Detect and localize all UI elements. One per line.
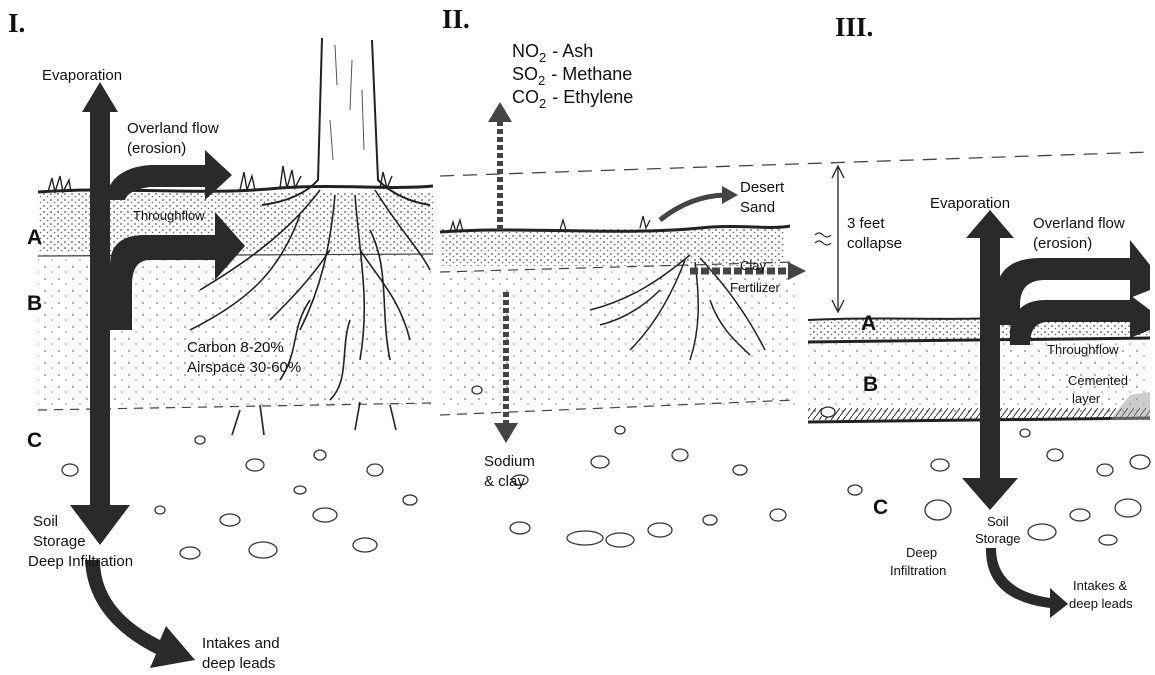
deep-leads-label-3: deep leads [1069, 596, 1133, 611]
panel-numeral-2: II. [442, 4, 470, 34]
sodium-label: Sodium [484, 453, 535, 470]
carbon-label: Carbon 8-20% [187, 339, 284, 356]
bark-texture-1 [330, 45, 364, 160]
storage-label-3: Storage [975, 531, 1021, 546]
desert-sand-arrow [660, 195, 725, 220]
tree-trunk-1 [262, 38, 430, 205]
panel-numeral-3: III. [835, 12, 873, 42]
deep-infiltration-label-1: Deep Infiltration [28, 553, 133, 570]
deep-leads-label-1: deep leads [202, 655, 275, 672]
gas-arrowhead [488, 102, 512, 122]
intakes-label-3: Intakes & [1073, 578, 1128, 593]
airspace-label: Airspace 30-60% [187, 359, 301, 376]
overland-flow-label-1: Overland flow [127, 120, 219, 137]
gas-co2: CO2- Ethylene [512, 87, 633, 111]
soil-label-3: Soil [987, 514, 1009, 529]
panel-numeral-1: I. [8, 8, 25, 38]
intakes-arrow-3 [986, 548, 1068, 618]
clay-fertilizer-arrowhead [788, 262, 806, 280]
horizon-label-c-1: C [27, 429, 42, 452]
horizon-label-b-1: B [27, 292, 42, 315]
erosion-label-3: (erosion) [1033, 235, 1092, 252]
gas-so2: SO2- Methane [512, 64, 632, 88]
sand-layer-2 [440, 228, 785, 266]
approx-icon [815, 233, 831, 245]
panel-1: I. A B C Evaporation Overland flow (eros… [8, 8, 433, 672]
desert-label: Desert [740, 179, 785, 196]
desert-sand-arrowhead [722, 186, 738, 204]
sand-label: Sand [740, 199, 775, 216]
throughflow-label-1: Throughflow [133, 208, 205, 223]
original-surface-line [440, 152, 1150, 176]
three-feet-label: 3 feet [847, 215, 885, 232]
erosion-label-1: (erosion) [127, 140, 186, 157]
evaporation-label-3: Evaporation [930, 195, 1010, 212]
cemented-label: Cemented [1068, 373, 1128, 388]
clay-sodium-label: & clay [484, 473, 525, 490]
storage-label-1: Storage [33, 533, 86, 550]
horizon-label-a-3: A [861, 312, 876, 335]
pebbles-1 [62, 436, 417, 559]
leaching-arrowhead [494, 423, 518, 443]
fertilizer-label: Fertilizer [730, 280, 781, 295]
clay-label: Clay [740, 258, 767, 273]
horizon-label-b-3: B [863, 373, 878, 396]
overland-flow-label-3: Overland flow [1033, 215, 1125, 232]
throughflow-label-3: Throughflow [1047, 342, 1119, 357]
soil-label-1: Soil [33, 513, 58, 530]
intakes-arrow-1 [85, 560, 195, 668]
collapse-label: collapse [847, 235, 902, 252]
deep-label-3: Deep [906, 545, 937, 560]
infiltration-label-3: Infiltration [890, 563, 946, 578]
cemented-layer-label: layer [1072, 391, 1101, 406]
gas-no2: NO2- Ash [512, 41, 593, 65]
horizon-label-c-3: C [873, 496, 888, 519]
gas-list: NO2- Ash SO2- Methane CO2- Ethylene [512, 41, 633, 111]
horizon-label-a-1: A [27, 226, 42, 249]
evaporation-label-1: Evaporation [42, 67, 122, 84]
panel-3: III. A B C Evaporation Overland flow (er… [808, 12, 1150, 618]
intakes-label-1: Intakes and [202, 635, 280, 652]
